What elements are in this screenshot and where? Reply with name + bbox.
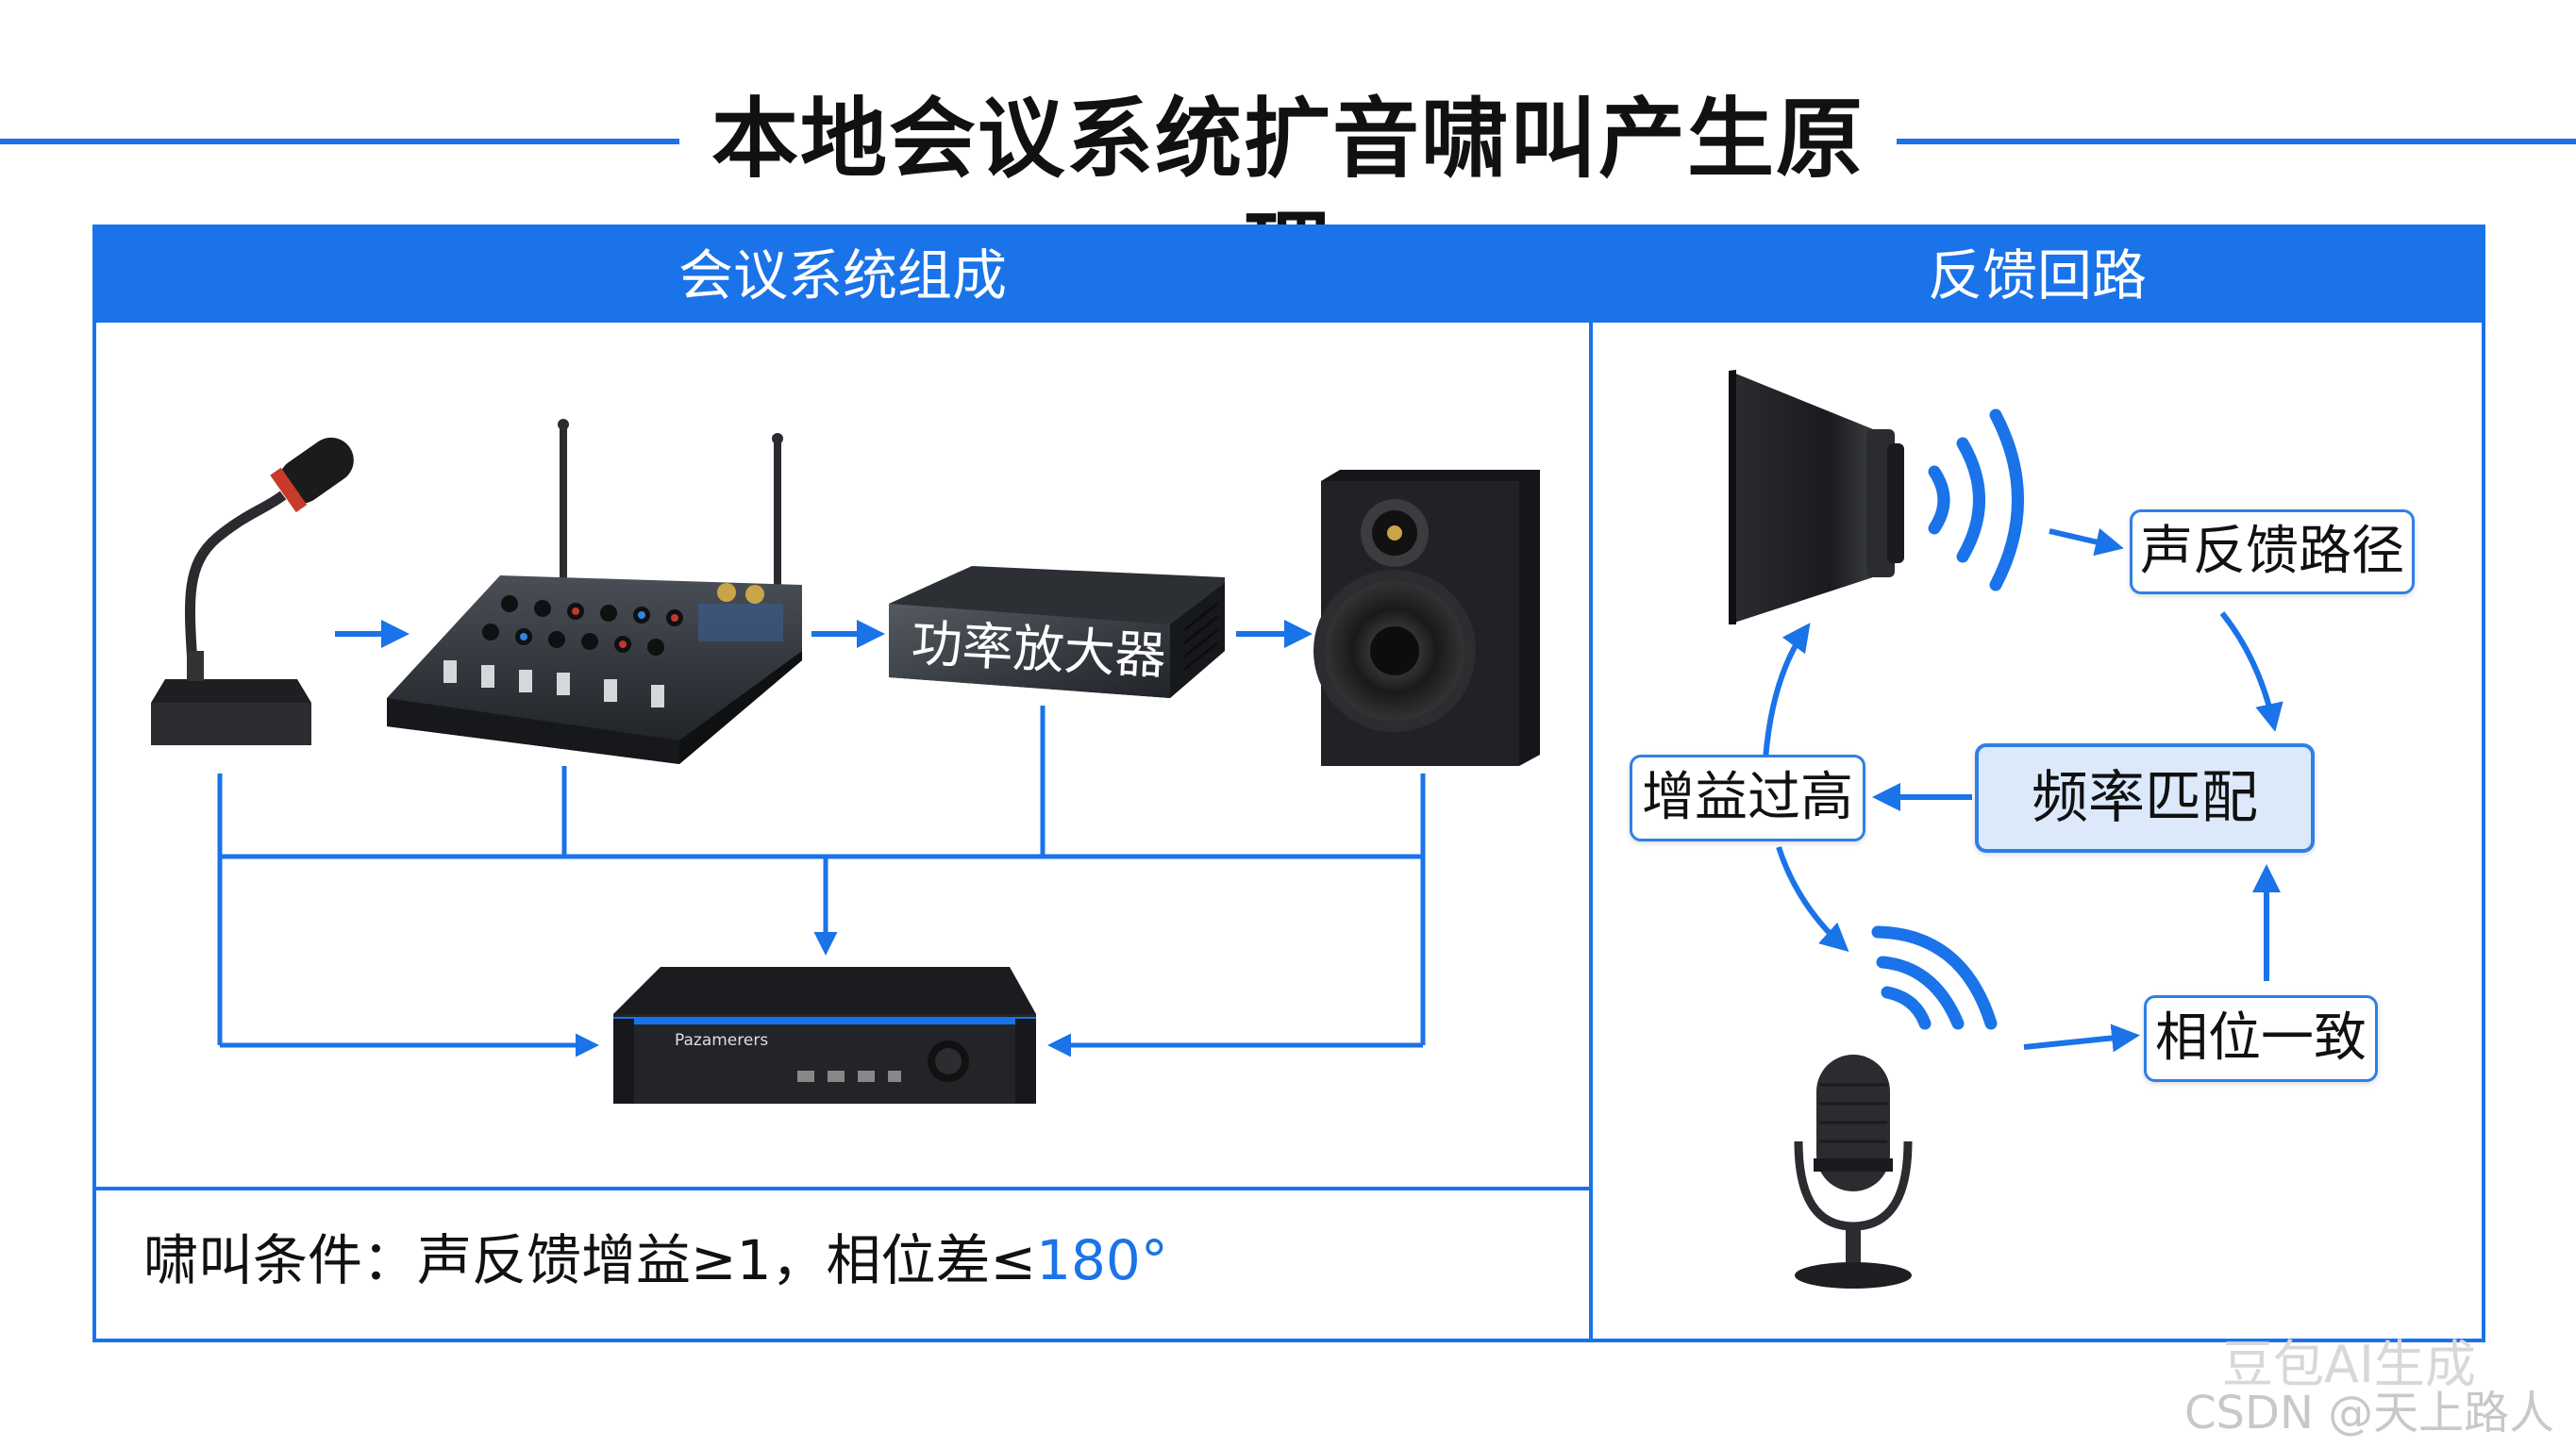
amplifier-label: 功率放大器 bbox=[910, 613, 1167, 686]
audio-mixer-icon bbox=[387, 419, 802, 764]
power-amplifier-icon: 功率放大器 bbox=[889, 566, 1225, 698]
horn-sound-waves-icon bbox=[1928, 408, 2024, 591]
feedback-path-label: 声反馈路径 bbox=[2130, 509, 2415, 594]
condition-divider bbox=[96, 1187, 1589, 1190]
horn-speaker-icon bbox=[1729, 370, 1904, 624]
monitoring-lines bbox=[217, 706, 1426, 1057]
gooseneck-microphone-icon bbox=[151, 437, 354, 745]
howl-condition-prefix: 啸叫条件：声反馈增益≥1，相位差≤ bbox=[143, 1228, 1037, 1292]
howl-condition-value: 180° bbox=[1036, 1228, 1168, 1292]
composition-panel: 会议系统组成 啸叫条件：声反馈增益≥1，相位差≤180° bbox=[92, 225, 1593, 1342]
phase-match-label: 相位一致 bbox=[2144, 995, 2378, 1082]
mic-sound-waves-icon bbox=[1871, 925, 1998, 1030]
feedback-arrows bbox=[1762, 527, 2283, 1053]
composition-panel-header: 会议系统组成 bbox=[96, 228, 1589, 323]
studio-microphone-icon bbox=[1794, 1055, 1913, 1289]
feedback-loop-panel-header: 反馈回路 bbox=[1593, 228, 2482, 323]
audio-processor-icon: Pazamerers bbox=[613, 967, 1036, 1104]
frequency-match-label: 频率匹配 bbox=[1975, 743, 2315, 853]
csdn-watermark: CSDN @天上路人 bbox=[2184, 1387, 2555, 1440]
ai-watermark: 豆包AI生成 bbox=[2222, 1335, 2476, 1394]
title-rule-right bbox=[1897, 139, 2576, 144]
title-rule-left bbox=[0, 139, 679, 144]
gain-too-high-label: 增益过高 bbox=[1630, 755, 1865, 841]
howl-condition-text: 啸叫条件：声反馈增益≥1，相位差≤180° bbox=[143, 1223, 1168, 1298]
processor-brand-label: Pazamerers bbox=[675, 1031, 768, 1050]
bookshelf-speaker-icon bbox=[1313, 470, 1540, 766]
